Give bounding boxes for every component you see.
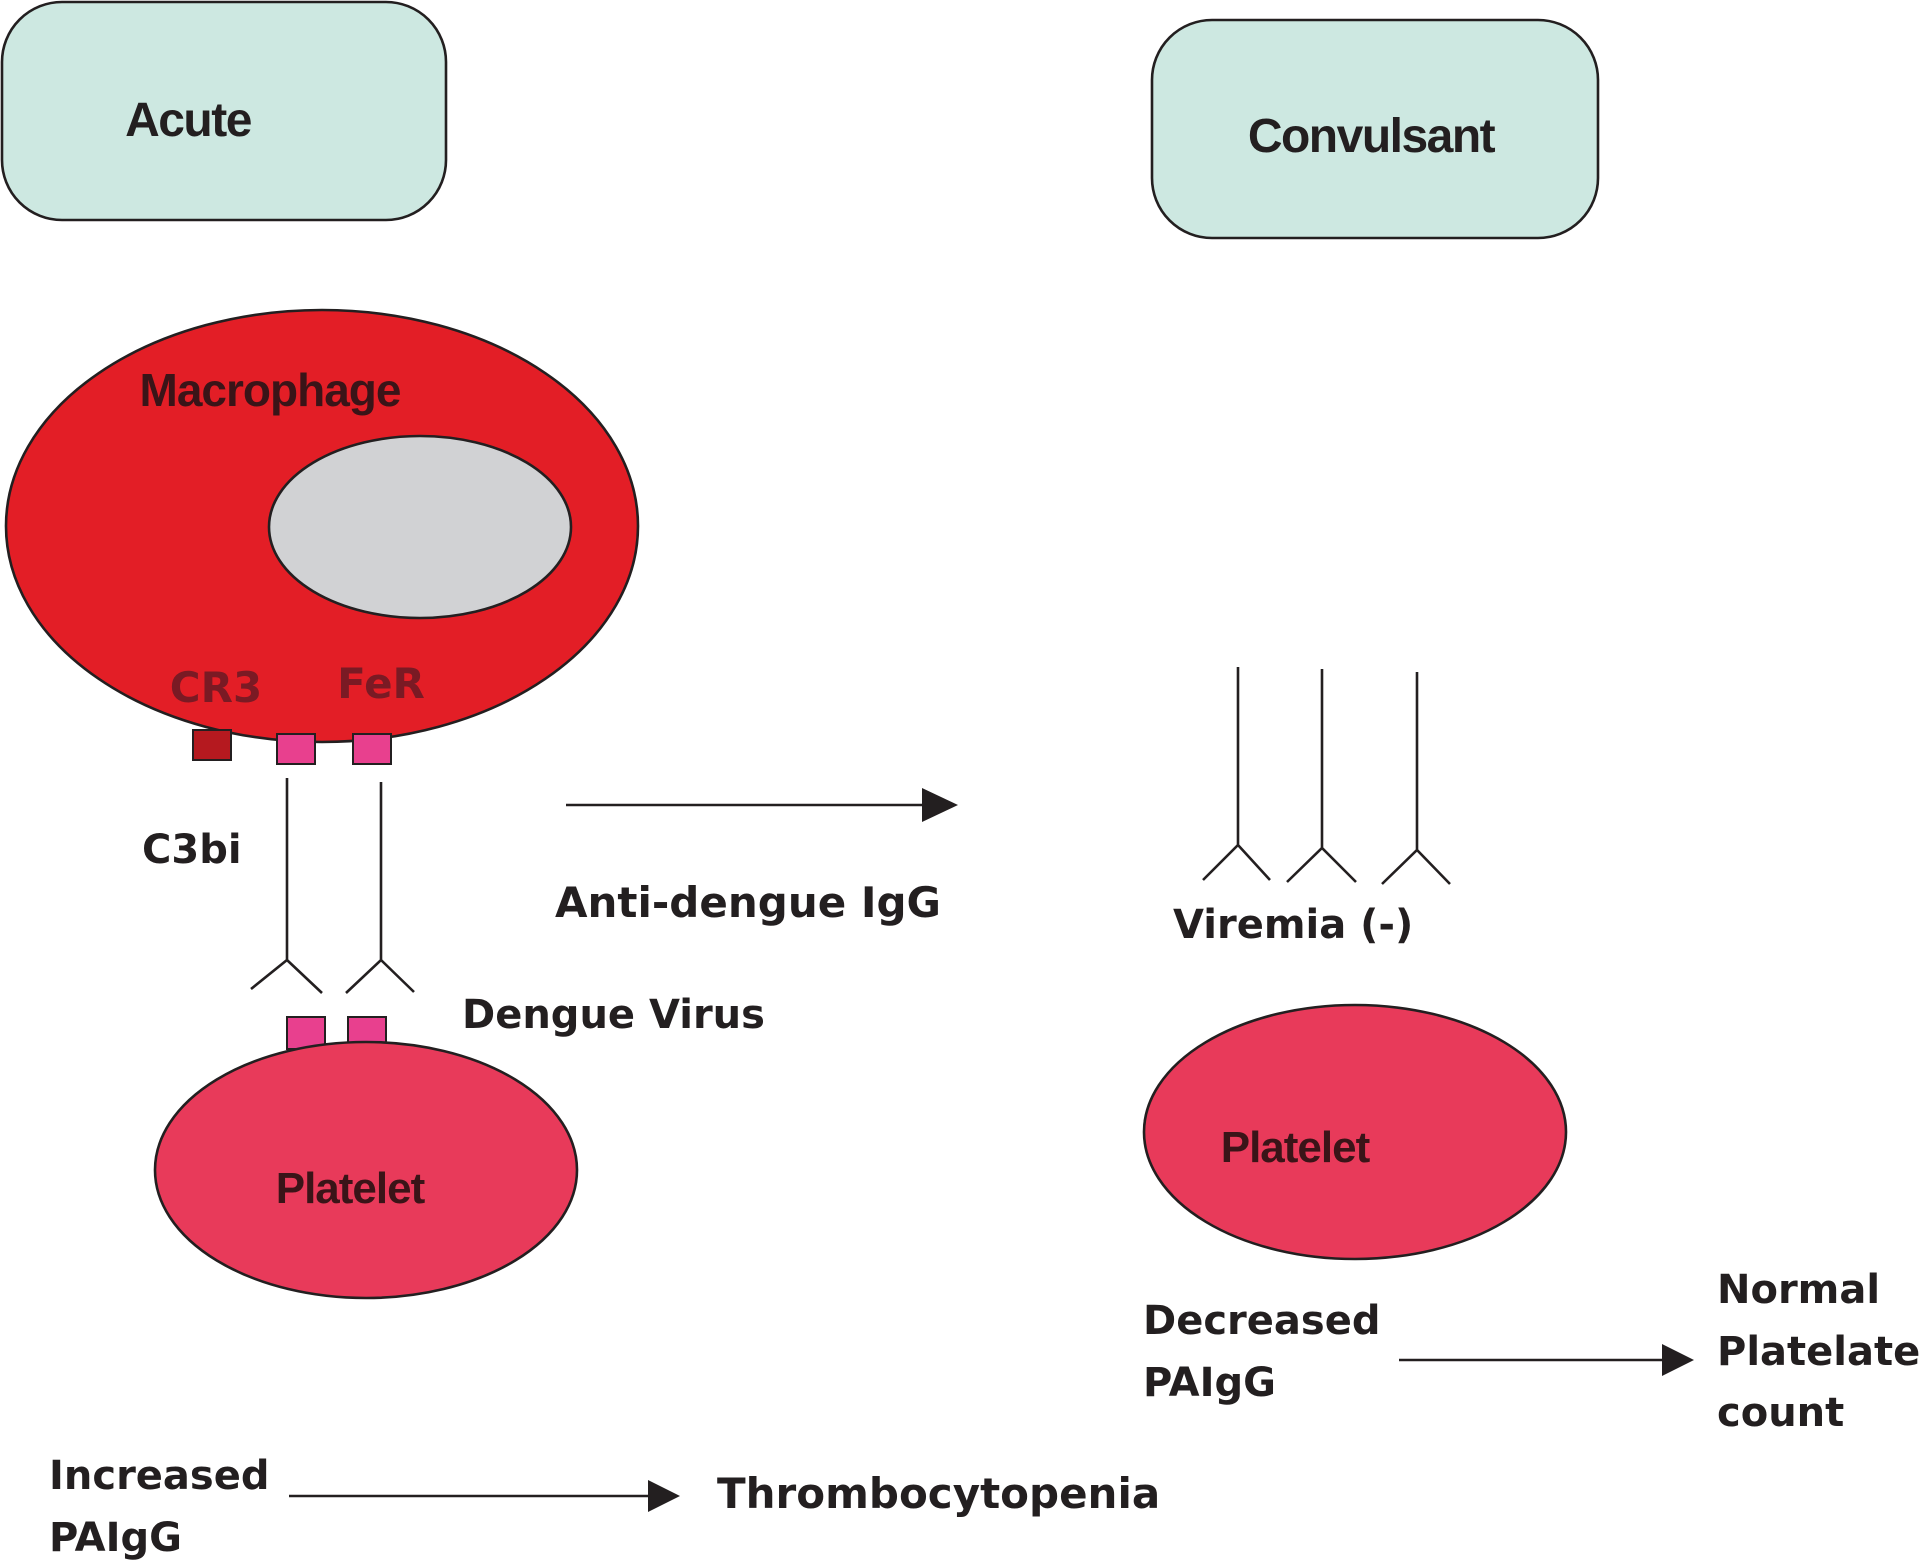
acute-platelet-label: Platelet (276, 1164, 426, 1213)
antibody-right (345, 782, 415, 994)
decreased-label: Decreased (1143, 1298, 1380, 1344)
dengue-virus-label: Dengue Virus (462, 992, 765, 1038)
anti-dengue-igg-label: Anti-dengue IgG (555, 878, 941, 927)
macrophage: Macrophage CR3 FeR (4, 308, 640, 744)
acute-phase-label: Acute (125, 94, 252, 147)
transition-arrowhead (922, 788, 958, 822)
increased-paigg-label: PAIgG (49, 1515, 182, 1561)
fcr-label: FeR (337, 659, 425, 708)
c3bi-label: C3bi (142, 827, 242, 873)
cr3-label: CR3 (170, 663, 262, 712)
fc-receptor-2 (352, 733, 392, 765)
normal-label: Normal (1717, 1267, 1880, 1313)
acute-phase-box: Acute (0, 0, 448, 222)
viremia-label: Viremia (-) (1173, 902, 1413, 948)
platelate-label: Platelate (1717, 1329, 1920, 1375)
cr3-receptor (192, 729, 232, 761)
count-label: count (1717, 1390, 1844, 1436)
dengue-virus-particle-1 (286, 1016, 326, 1050)
free-antibody-2 (1286, 669, 1357, 883)
convalescent-outcome-arrowhead (1662, 1344, 1694, 1376)
decreased-paigg-label: PAIgG (1143, 1360, 1276, 1406)
convalescent-platelet-label: Platelet (1221, 1123, 1371, 1172)
acute-platelet: Platelet (153, 1040, 579, 1300)
convalescent-platelet: Platelet (1142, 1003, 1568, 1261)
convalescent-phase-label: Convulsant (1248, 110, 1496, 163)
convalescent-phase-box: Convulsant (1150, 18, 1600, 240)
macrophage-nucleus (267, 434, 573, 620)
antibody-left (250, 778, 323, 994)
macrophage-label: Macrophage (140, 364, 401, 416)
thrombocytopenia-label: Thrombocytopenia (717, 1469, 1160, 1518)
free-antibody-1 (1202, 667, 1271, 881)
free-antibody-3 (1381, 672, 1451, 885)
acute-outcome-arrowhead (648, 1480, 680, 1512)
fc-receptor-1 (276, 733, 316, 765)
increased-label: Increased (49, 1453, 270, 1499)
